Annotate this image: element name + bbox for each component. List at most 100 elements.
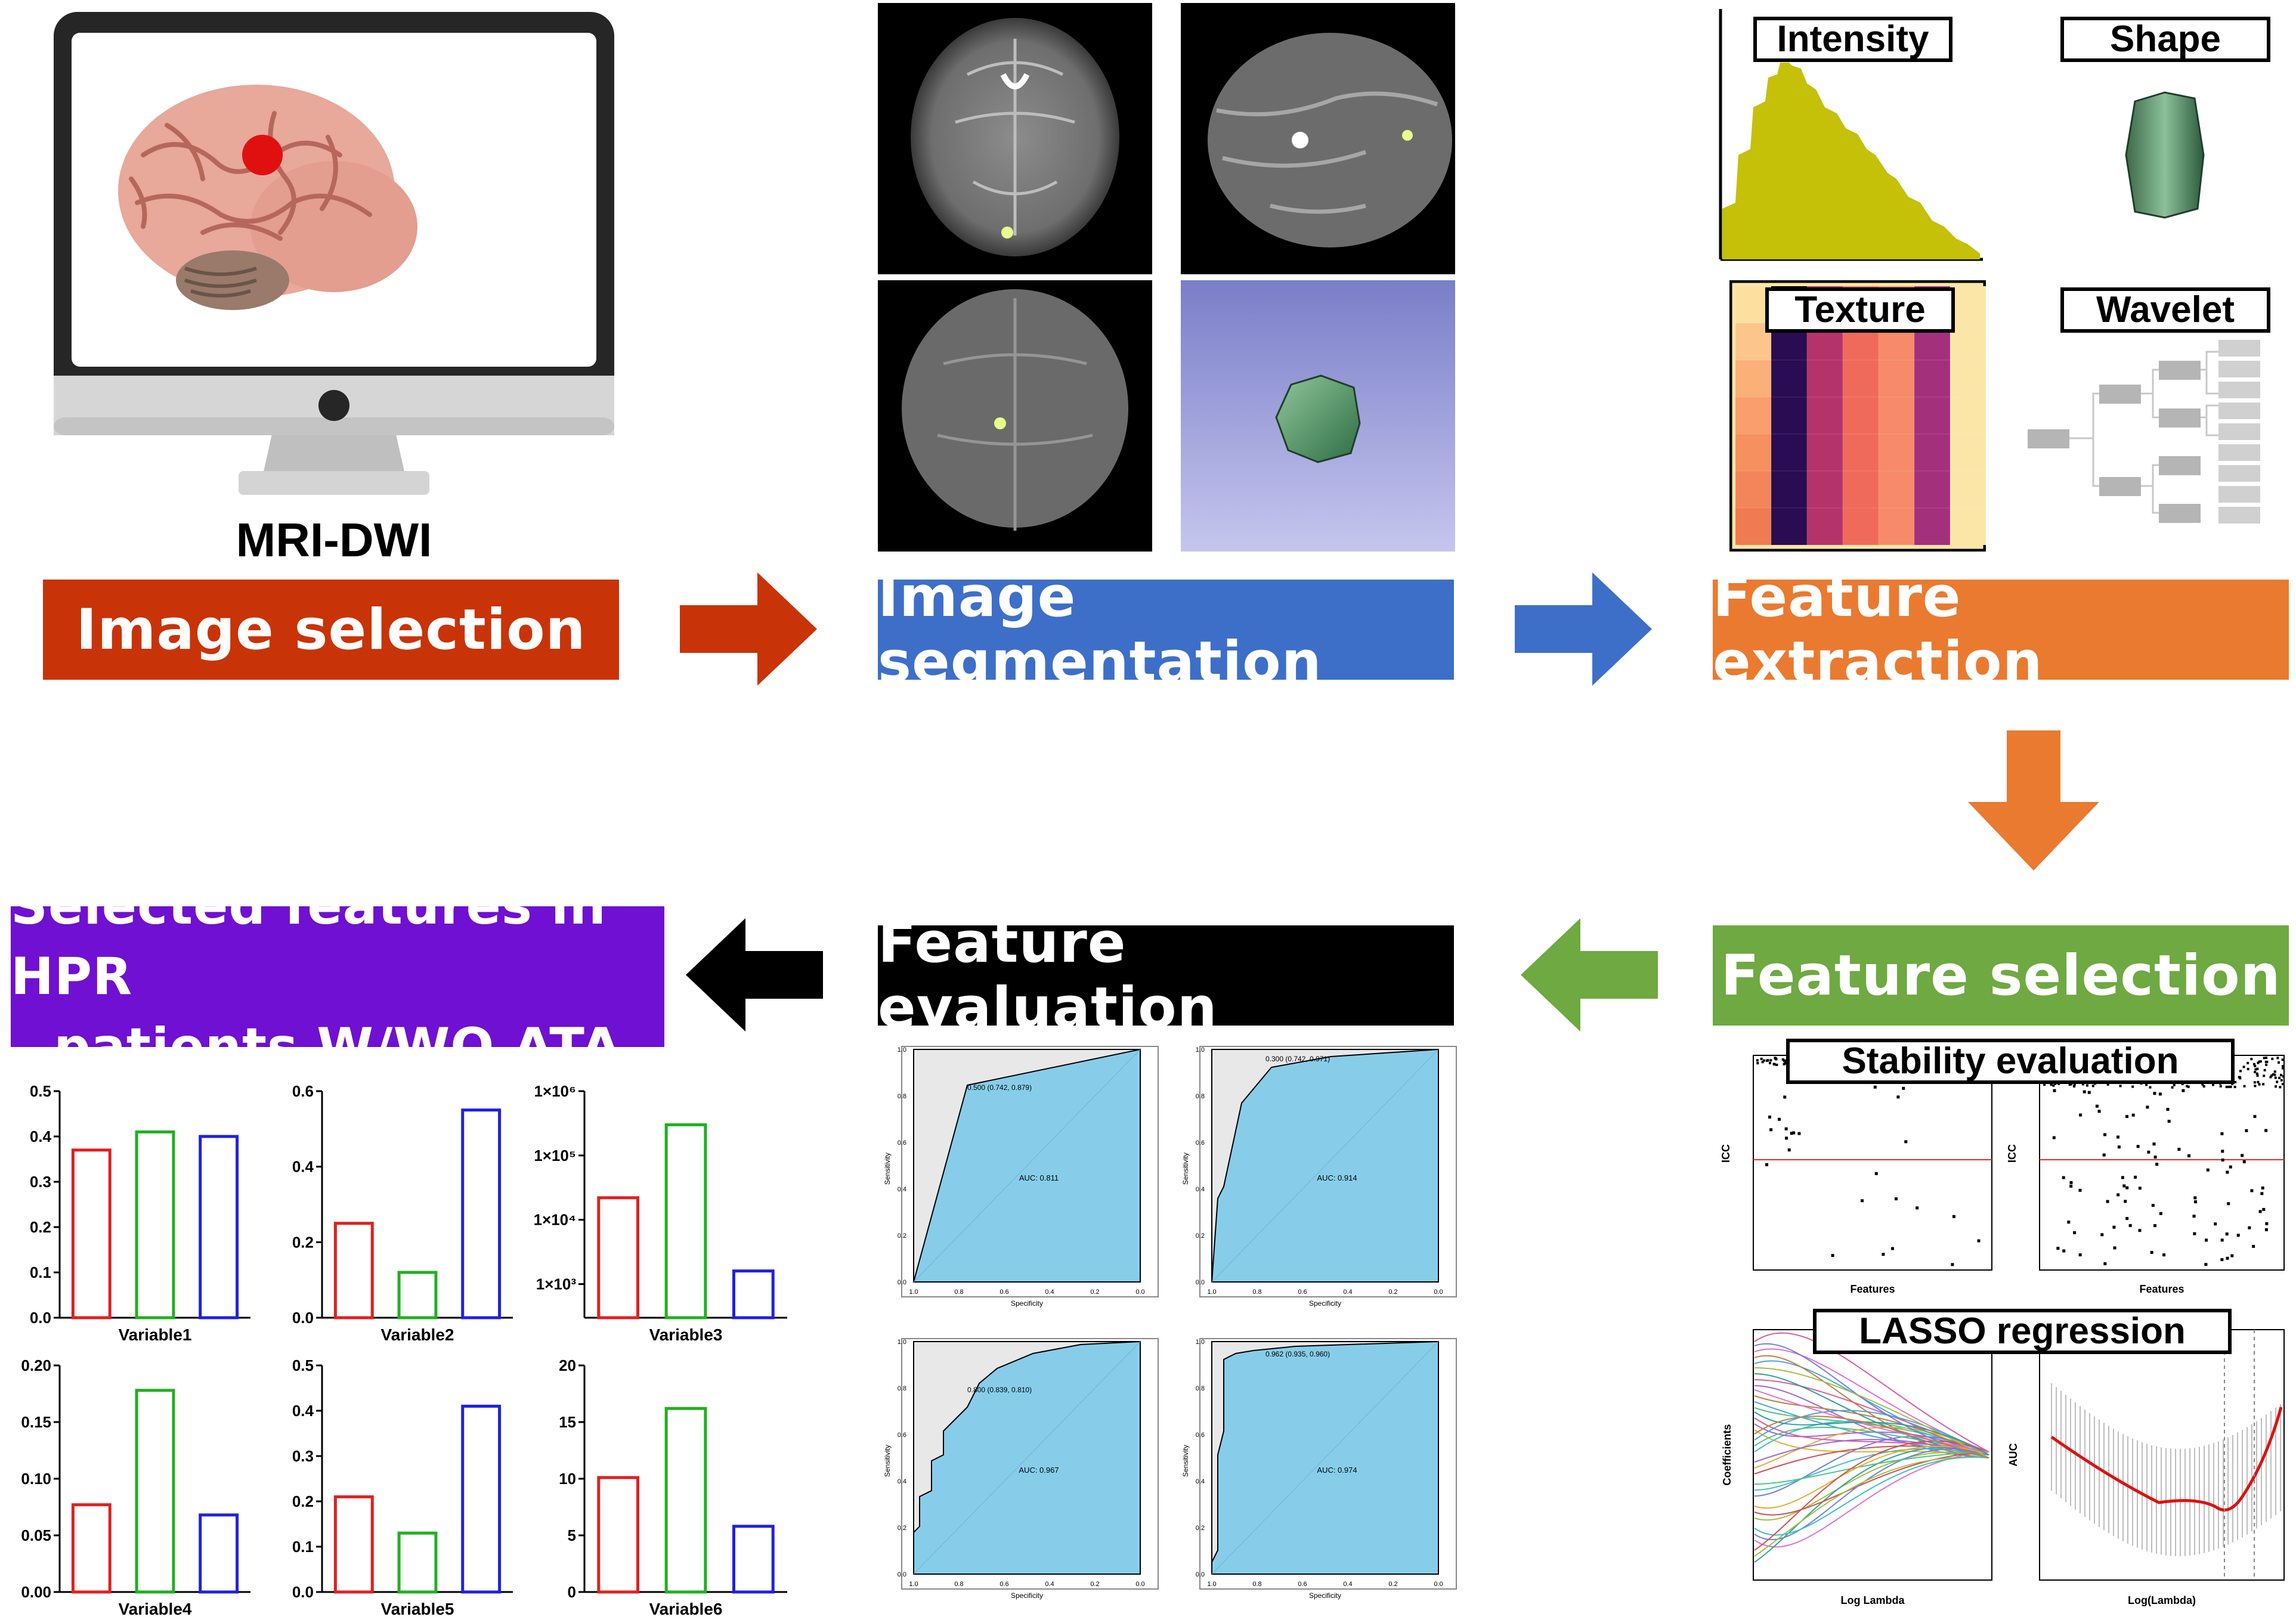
mri-sagittal-image <box>1181 3 1455 274</box>
x-tick-label: 0.8 <box>954 1289 963 1296</box>
bar <box>597 1476 640 1594</box>
roc-panel-2: 1.00.00.80.20.60.40.40.60.20.80.01.0Spec… <box>1181 1046 1457 1308</box>
specificity-label: Specificity <box>1309 1591 1341 1600</box>
y-tick-label: 0.2 <box>898 1232 906 1240</box>
threshold-label: 0.500 (0.742, 0.879) <box>967 1083 1032 1092</box>
x-tick-label: 0.8 <box>954 1581 963 1588</box>
x-tick-label: 0.4 <box>1343 1581 1352 1588</box>
specificity-label: Specificity <box>1011 1591 1043 1600</box>
monitor-illustration <box>54 12 614 495</box>
x-tick-label: 0.2 <box>1388 1581 1397 1588</box>
lasso-auc-curve: AUC Log(Lambda) <box>2007 1329 2285 1606</box>
feature-selection-banner: Feature selection <box>1713 925 2289 1026</box>
mri-coronal-image <box>878 280 1152 552</box>
y-tick-label: 1.0 <box>1196 1339 1205 1346</box>
icc-scatter-left: ICC Features <box>1720 1055 1992 1295</box>
y-tick-label: 0.15 <box>21 1413 51 1431</box>
y-tick-label: 0.4 <box>898 1186 906 1193</box>
bar <box>333 1222 374 1320</box>
y-tick-label: 20 <box>559 1356 576 1374</box>
feature-selection-label: Feature selection <box>1721 943 2281 1008</box>
y-tick-label: 0.5 <box>292 1356 314 1374</box>
image-selection-label: Image selection <box>76 597 586 662</box>
x-tick-label: 0.2 <box>1090 1289 1099 1296</box>
auc-label: AUC: 0.974 <box>1317 1466 1357 1475</box>
y-tick-label: 0.10 <box>21 1470 51 1488</box>
y-tick-label: 0.3 <box>292 1447 314 1465</box>
x-tick-label: 0.8 <box>1252 1581 1261 1588</box>
shape-3d-icon <box>2125 91 2205 219</box>
y-tick-label: 0.1 <box>30 1263 51 1281</box>
segmentation-3d-render <box>1181 280 1455 552</box>
stability-evaluation-label: Stability evaluation <box>1786 1039 2235 1084</box>
x-axis-label: Variable6 <box>649 1600 723 1618</box>
y-tick-label: 0.4 <box>1196 1478 1205 1485</box>
bar <box>333 1495 374 1594</box>
icc-axis-label: ICC <box>2006 1144 2018 1163</box>
sensitivity-label: Sensitivity <box>1181 1153 1190 1185</box>
wavelet-label: Wavelet <box>2060 287 2270 333</box>
intensity-label: Intensity <box>1753 17 1952 62</box>
y-tick-label: 0.4 <box>30 1128 52 1145</box>
arrow-left-icon <box>686 918 823 1032</box>
y-tick-label: 0.8 <box>1196 1093 1205 1100</box>
bar <box>199 1135 239 1320</box>
feature-evaluation-label: Feature evaluation <box>878 910 1218 1040</box>
arrow-right-icon <box>680 572 817 686</box>
selected-features-line2: patients W/WO ATA <box>54 1017 621 1077</box>
lasso-coefficient-path: Coefficients Log Lambda <box>1721 1329 1992 1606</box>
x-tick-label: 0.4 <box>1045 1289 1054 1296</box>
y-tick-label: 1×10³ <box>536 1275 577 1293</box>
monitor-label: MRI-DWI <box>236 513 432 566</box>
arrow-right-icon <box>1515 572 1652 686</box>
y-tick-label: 1×10⁵ <box>534 1147 576 1164</box>
x-axis-label: Variable2 <box>381 1325 454 1344</box>
selected-features-line1: Selected features in HPR <box>11 876 607 1006</box>
bar <box>71 1148 112 1320</box>
bar <box>135 1389 175 1594</box>
y-tick-label: 0.05 <box>21 1526 51 1544</box>
y-tick-label: 0.0 <box>898 1279 906 1286</box>
y-tick-label: 0.6 <box>1196 1139 1205 1147</box>
bar <box>732 1269 775 1320</box>
y-tick-label: 0.4 <box>1196 1186 1205 1193</box>
threshold-label: 0.962 (0.935, 0.960) <box>1265 1350 1330 1358</box>
image-segmentation-label: Image segmentation <box>878 565 1322 695</box>
y-tick-label: 0.0 <box>292 1309 314 1327</box>
x-tick-label: 0.2 <box>1090 1581 1099 1588</box>
auc-label: AUC: 0.811 <box>1019 1173 1059 1182</box>
auc-axis-label: AUC <box>2007 1444 2019 1467</box>
y-tick-label: 0.0 <box>30 1309 51 1327</box>
x-tick-label: 0.0 <box>1434 1581 1443 1588</box>
y-tick-label: 1.0 <box>898 1339 906 1346</box>
bar <box>461 1108 502 1320</box>
log-lambda2-axis-label: Log(Lambda) <box>2128 1594 2196 1606</box>
y-tick-label: 0.4 <box>292 1158 314 1176</box>
lasso-regression-label: LASSO regression <box>1813 1309 2232 1354</box>
x-tick-label: 0.4 <box>1343 1289 1352 1296</box>
x-tick-label: 1.0 <box>909 1289 918 1296</box>
specificity-label: Specificity <box>1011 1299 1043 1308</box>
x-tick-label: 0.8 <box>1252 1289 1261 1296</box>
y-tick-label: 15 <box>559 1413 576 1431</box>
bar <box>71 1503 112 1594</box>
x-tick-label: 0.6 <box>1298 1289 1307 1296</box>
x-tick-label: 0.0 <box>1135 1581 1144 1588</box>
x-tick-label: 0.6 <box>1000 1581 1008 1588</box>
bar <box>732 1525 775 1594</box>
bar <box>199 1513 239 1594</box>
feature-extraction-label: Feature extraction <box>1713 565 2043 695</box>
roc-panel-3: 1.00.00.80.20.60.40.40.60.20.80.01.0Spec… <box>883 1338 1159 1600</box>
y-tick-label: 0.0 <box>898 1571 906 1578</box>
threshold-label: 0.300 (0.742, 0.971) <box>1265 1055 1330 1063</box>
feature-extraction-banner: Feature extraction <box>1713 565 2289 695</box>
x-tick-label: 0.6 <box>1298 1581 1307 1588</box>
x-tick-label: 1.0 <box>1207 1289 1216 1296</box>
bar <box>397 1271 438 1320</box>
x-axis-label: Variable4 <box>119 1600 192 1618</box>
